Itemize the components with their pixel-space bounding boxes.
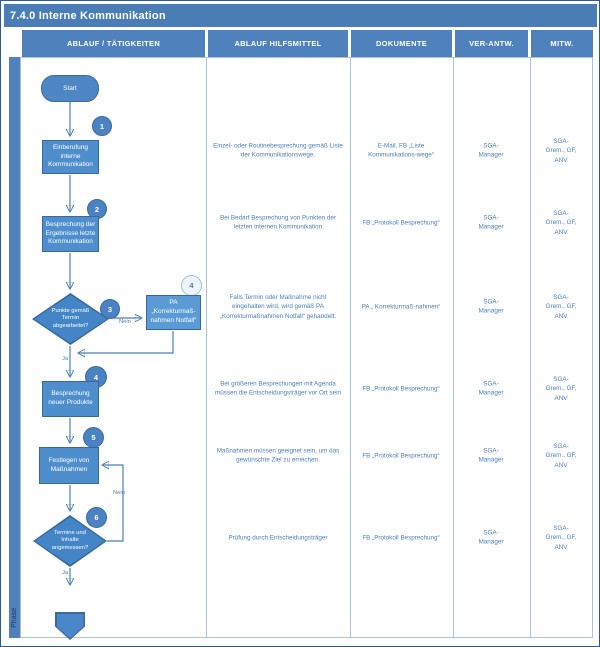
dokumente-row-2: FB „Protokoll Besprechung“	[362, 219, 440, 227]
verantw-row-6: SGA-Manager	[478, 529, 504, 546]
verantw-row-5: SGA-Manager	[478, 447, 504, 464]
edge-label-ja: Ja	[62, 570, 69, 576]
edge-label-ja: Ja	[62, 356, 69, 362]
column-header-taetigkeiten: ABLAUF / TÄTIGKEITEN	[22, 30, 205, 57]
step-number-badge: 6	[86, 507, 107, 528]
decision-termine-angemessen: Termine und Inhalte angemessen?	[33, 515, 107, 567]
verantw-row-1: SGA-Manager	[478, 142, 504, 159]
phase-lane-label: Phase	[10, 608, 18, 628]
mitw-row-4: SGA-Grem., GF, ANV	[545, 375, 577, 402]
verantw-row-3: SGA-Manager	[478, 298, 504, 315]
edge-label-nein: Nein	[113, 490, 125, 496]
column-header-verantw: VER-ANTW.	[455, 30, 528, 57]
verantw-row-2: SGA-Manager	[478, 214, 504, 231]
dokumente-row-4: FB „Protokoll Besprechung“	[362, 385, 440, 393]
page-title: 7.4.0 Interne Kommunikation	[4, 4, 597, 27]
column-divider	[530, 57, 531, 638]
step-number-badge-ghost: 4	[181, 275, 202, 296]
dokumente-row-3: PA „ Korrekturmaß-nahmen“	[361, 303, 441, 311]
process-step-einberufung: Einberufung interne Kommunikation	[42, 140, 99, 174]
column-divider	[350, 57, 351, 638]
start-node: Start	[41, 75, 99, 102]
column-header-hilfsmittel: ABLAUF HILFSMITTEL	[208, 30, 348, 57]
dokumente-row-5: FB „Protokoll Besprechung“	[362, 452, 440, 460]
process-step-neue-produkte: Besprechung neuer Produkte	[42, 381, 99, 417]
column-divider	[453, 57, 454, 638]
offpage-connector-end	[55, 612, 85, 640]
hilfsmittel-row-4: Bei größeren Besprechungen mit Agenda mü…	[215, 380, 341, 397]
process-ref-korrekturmassnahmen: PA „Korrekturmaß-nahmen Notfall“	[146, 295, 201, 330]
hilfsmittel-row-5: Maßnahmen müssen geeignet sein, um das g…	[216, 447, 340, 464]
mitw-row-1: SGA-Grem., GF, ANV	[545, 137, 577, 164]
mitw-row-3: SGA-Grem., GF, ANV	[545, 293, 577, 320]
edge-label-nein: Nein	[119, 319, 131, 325]
verantw-row-4: SGA-Manager	[478, 380, 504, 397]
column-header-mitw: MITW.	[531, 30, 593, 57]
hilfsmittel-row-6: Prüfung durch Entscheidungsträger	[228, 534, 328, 542]
dokumente-row-1: E-Mail, FB „Liste Kommunikations-wege“	[368, 142, 434, 159]
step-number-badge: 3	[100, 299, 120, 319]
column-header-dokumente: DOKUMENTE	[351, 30, 452, 57]
mitw-row-5: SGA-Grem., GF, ANV	[545, 442, 577, 469]
hilfsmittel-row-1: Einzel- oder Routinebesprechung gemäß Li…	[213, 142, 343, 159]
process-step-besprechung-ergebnisse: Besprechung der Ergebnisse letzte Kommun…	[42, 216, 99, 252]
hilfsmittel-row-2: Bei Bedarf Besprechung von Punkten der l…	[220, 214, 336, 231]
process-step-festlegen-massnahmen: Festlegen von Maßnahmen	[39, 447, 99, 484]
hilfsmittel-row-3: Falls Termin oder Maßnahme nicht eingeha…	[219, 293, 337, 320]
column-divider	[206, 57, 207, 638]
step-number-badge: 5	[83, 427, 104, 448]
dokumente-row-6: FB „Protokoll Besprechung“	[362, 534, 440, 542]
step-number-badge: 1	[92, 116, 112, 136]
decision-punkte-abgearbeitet: Punkte gemäß Termin abgearbeitet?	[32, 293, 109, 345]
mitw-row-2: SGA-Grem., GF, ANV	[545, 209, 577, 236]
phase-lane: Phase	[9, 57, 20, 638]
mitw-row-6: SGA-Grem., GF, ANV	[545, 524, 577, 551]
